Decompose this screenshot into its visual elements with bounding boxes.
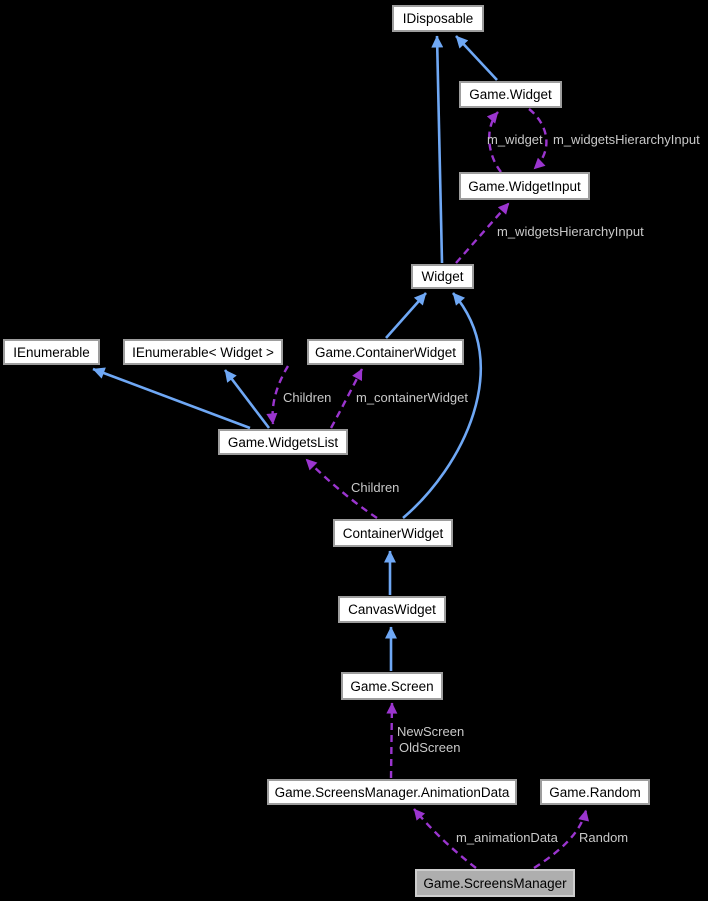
node-canvaswidget[interactable]: CanvasWidget	[338, 596, 446, 623]
edge-usage-widgetinput-gamewidget-m-widget	[486, 111, 502, 173]
edge-usage-widget-gamewidgetinput-hierarchyinput	[455, 202, 510, 264]
edge-inherit-widget-idisposable	[431, 35, 444, 264]
node-game-containerwidget[interactable]: Game.ContainerWidget	[307, 339, 464, 365]
edge-usage-containerwidget-widgetslist-children	[305, 458, 378, 519]
edge-usage-screensmanager-animationdata	[413, 808, 477, 869]
edge-usage-gamewidget-widgetinput-hierarchyinput	[528, 108, 548, 170]
edge-inherit-containerwidget-widget	[402, 292, 482, 519]
edge-label-m-widgetshierarchyinput-top: m_widgetsHierarchyInput	[553, 132, 700, 147]
edge-inherit-widgetslist-ienumerable	[92, 367, 251, 430]
edge-label-m-widget: m_widget	[487, 132, 543, 147]
edge-usage-animationdata-gamescreen-screens	[386, 702, 398, 779]
edge-usage-gamecontainerwidget-widgetslist-children	[266, 365, 290, 425]
edge-label-children-lower: Children	[351, 480, 400, 495]
node-containerwidget[interactable]: ContainerWidget	[333, 519, 453, 547]
edge-label-m-animationdata: m_animationData	[456, 830, 558, 845]
edge-label-m-widgetshierarchyinput-bottom: m_widgetsHierarchyInput	[497, 224, 644, 239]
edge-inherit-gamewidget-idisposable	[455, 35, 498, 81]
edge-label-m-containerwidget: m_containerWidget	[356, 390, 468, 405]
edge-label-children-upper: Children	[283, 390, 332, 405]
edge-label-random: Random	[579, 830, 629, 845]
node-game-screen[interactable]: Game.Screen	[341, 672, 443, 700]
node-game-widget[interactable]: Game.Widget	[459, 81, 562, 108]
node-game-widgetinput[interactable]: Game.WidgetInput	[459, 172, 590, 200]
edge-inherit-gamecontainerwidget-widget	[385, 292, 427, 339]
edge-label-oldscreen: OldScreen	[399, 740, 461, 755]
node-ienumerable-widget[interactable]: IEnumerable< Widget >	[123, 339, 283, 365]
node-widget[interactable]: Widget	[411, 264, 474, 289]
node-ienumerable[interactable]: IEnumerable	[3, 339, 100, 365]
edge-usage-widgetslist-gamecontainerwidget-mcontainerwidget	[329, 368, 364, 429]
edge-usage-screensmanager-random	[533, 809, 590, 870]
node-idisposable[interactable]: IDisposable	[392, 5, 484, 32]
edge-label-newscreen: NewScreen	[397, 724, 465, 739]
node-game-random[interactable]: Game.Random	[540, 779, 650, 805]
node-game-widgetslist[interactable]: Game.WidgetsList	[218, 429, 348, 455]
edge-inherit-widgetslist-ienumerablewidget	[223, 369, 271, 429]
node-game-screensmanager-focus: Game.ScreensManager	[415, 869, 575, 897]
node-game-screensmanager-animationdata[interactable]: Game.ScreensManager.AnimationData	[267, 779, 517, 805]
